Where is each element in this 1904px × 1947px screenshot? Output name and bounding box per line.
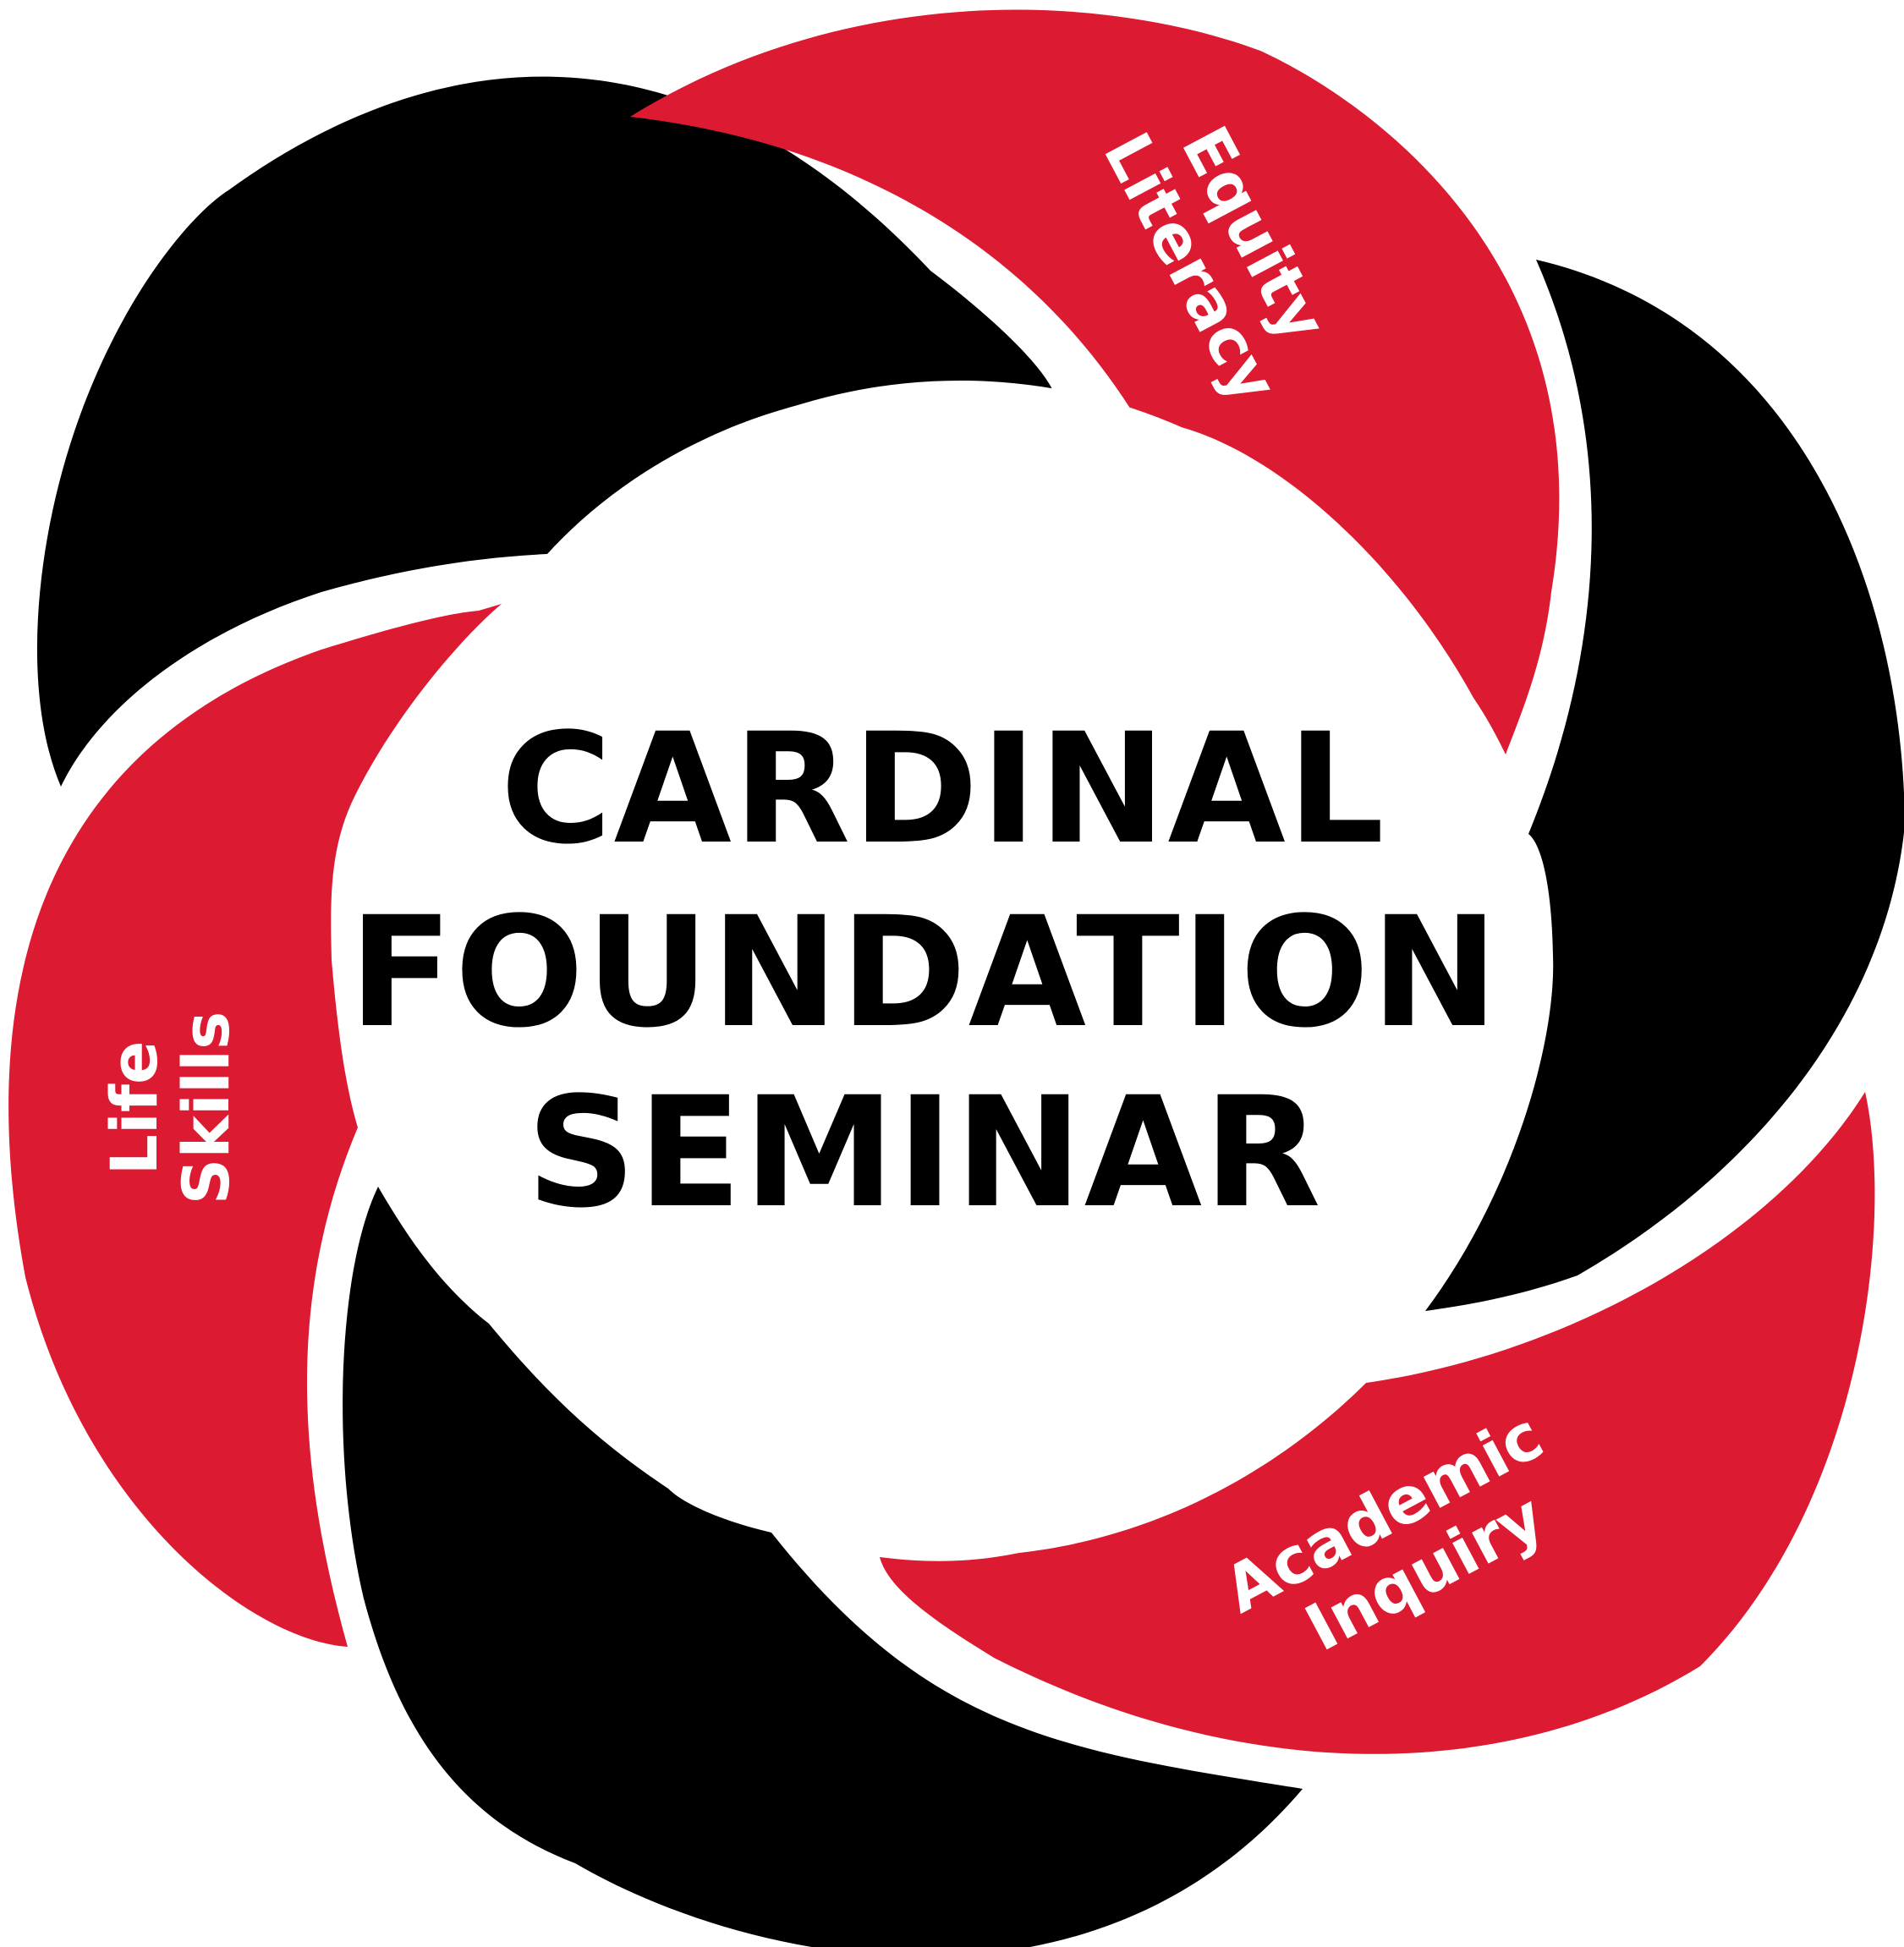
title-line-3: SEMINAR — [526, 1065, 1322, 1242]
red-blade-top-right — [630, 9, 1560, 754]
title-line-2: FOUNDATION — [349, 885, 1501, 1061]
black-blade-right — [1425, 260, 1904, 1311]
title-line-1: CARDINAL — [500, 701, 1385, 878]
center-title: CARDINAL FOUNDATION SEMINAR — [349, 701, 1501, 1242]
pillar-life-skills: Life Skills — [96, 1012, 244, 1205]
pillar-label-line-1: Life — [96, 1040, 172, 1175]
black-blade-bottom — [343, 1187, 1303, 1947]
red-blade-bottom-right — [880, 1092, 1875, 1754]
pillar-label-line-2: Skills — [168, 1012, 244, 1205]
red-blades — [8, 9, 1875, 1754]
red-blade-left — [8, 604, 502, 1647]
center-disk — [410, 381, 1510, 1480]
black-blade-top-left — [36, 76, 1056, 787]
black-blades — [36, 76, 1904, 1947]
